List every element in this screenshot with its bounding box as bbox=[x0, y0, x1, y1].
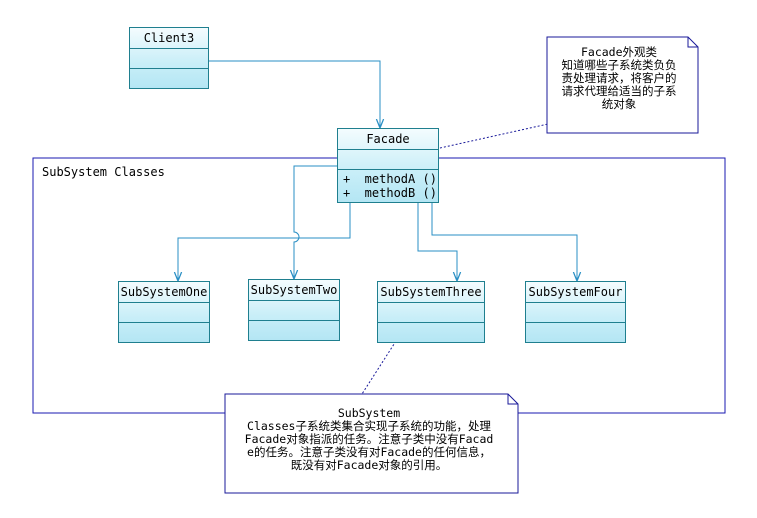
attributes-compartment bbox=[526, 303, 625, 323]
class-name: Facade bbox=[338, 129, 438, 150]
note-line: 知道哪些子系统类负负 bbox=[561, 58, 677, 72]
note-connector-subsystem bbox=[361, 340, 397, 395]
attributes-compartment bbox=[130, 49, 208, 69]
class-subsystemtwo[interactable]: SubSystemTwo bbox=[248, 279, 340, 341]
association-facade-subsystemfour bbox=[431, 203, 577, 281]
association-client-facade bbox=[209, 60, 380, 128]
class-name: Client3 bbox=[130, 28, 208, 49]
class-subsystemthree[interactable]: SubSystemThree bbox=[377, 281, 485, 343]
class-name: SubSystemTwo bbox=[249, 280, 339, 301]
operation-methoda: + methodA () bbox=[343, 172, 437, 186]
note-line: 责处理请求，将客户的 bbox=[561, 71, 677, 85]
class-subsystemfour[interactable]: SubSystemFour bbox=[525, 281, 626, 343]
association-facade-subsystemtwo bbox=[294, 165, 338, 279]
operations-compartment bbox=[249, 321, 339, 341]
class-facade[interactable]: Facade + methodA () + methodB () bbox=[337, 128, 439, 203]
association-facade-subsystemone bbox=[178, 203, 351, 281]
operations-compartment bbox=[526, 323, 625, 343]
class-subsystemone[interactable]: SubSystemOne bbox=[118, 281, 210, 343]
association-facade-subsystemthree bbox=[417, 203, 457, 281]
note-line: SubSystem bbox=[337, 406, 401, 420]
operations-compartment: + methodA () + methodB () bbox=[338, 170, 438, 204]
attributes-compartment bbox=[119, 303, 209, 323]
attributes-compartment bbox=[338, 150, 438, 170]
note-line: Facade外观类 bbox=[580, 45, 658, 59]
note-connector-facade bbox=[439, 123, 549, 149]
note-line: Facade对象指派的任务。注意子类中没有Facad bbox=[244, 432, 494, 446]
class-name: SubSystemThree bbox=[378, 282, 484, 303]
note-line: 既没有对Facade对象的引用。 bbox=[290, 458, 448, 472]
operations-compartment bbox=[378, 323, 484, 343]
package-label: SubSystem Classes bbox=[42, 165, 165, 179]
subsystem-note-text: SubSystem Classes子系统类集合实现子系统的功能，处理 Facad… bbox=[227, 407, 511, 472]
facade-note-fold bbox=[687, 37, 698, 48]
operation-methodb: + methodB () bbox=[343, 186, 437, 200]
class-name: SubSystemOne bbox=[119, 282, 209, 303]
operations-compartment bbox=[119, 323, 209, 343]
facade-note-text: Facade外观类 知道哪些子系统类负负 责处理请求，将客户的 请求代理给适当的… bbox=[549, 46, 689, 111]
attributes-compartment bbox=[249, 301, 339, 321]
note-line: 统对象 bbox=[601, 97, 637, 111]
facade-note-box[interactable] bbox=[546, 36, 699, 134]
class-client3[interactable]: Client3 bbox=[129, 27, 209, 89]
note-line: 请求代理给适当的子系 bbox=[561, 84, 677, 98]
operations-compartment bbox=[130, 69, 208, 89]
subsystem-note-box[interactable] bbox=[224, 393, 519, 494]
subsystem-note-fold bbox=[507, 394, 518, 405]
note-line: e的任务。注意子类没有对Facade的任何信息， bbox=[247, 445, 491, 459]
note-line: Classes子系统类集合实现子系统的功能，处理 bbox=[247, 419, 491, 433]
attributes-compartment bbox=[378, 303, 484, 323]
class-name: SubSystemFour bbox=[526, 282, 625, 303]
